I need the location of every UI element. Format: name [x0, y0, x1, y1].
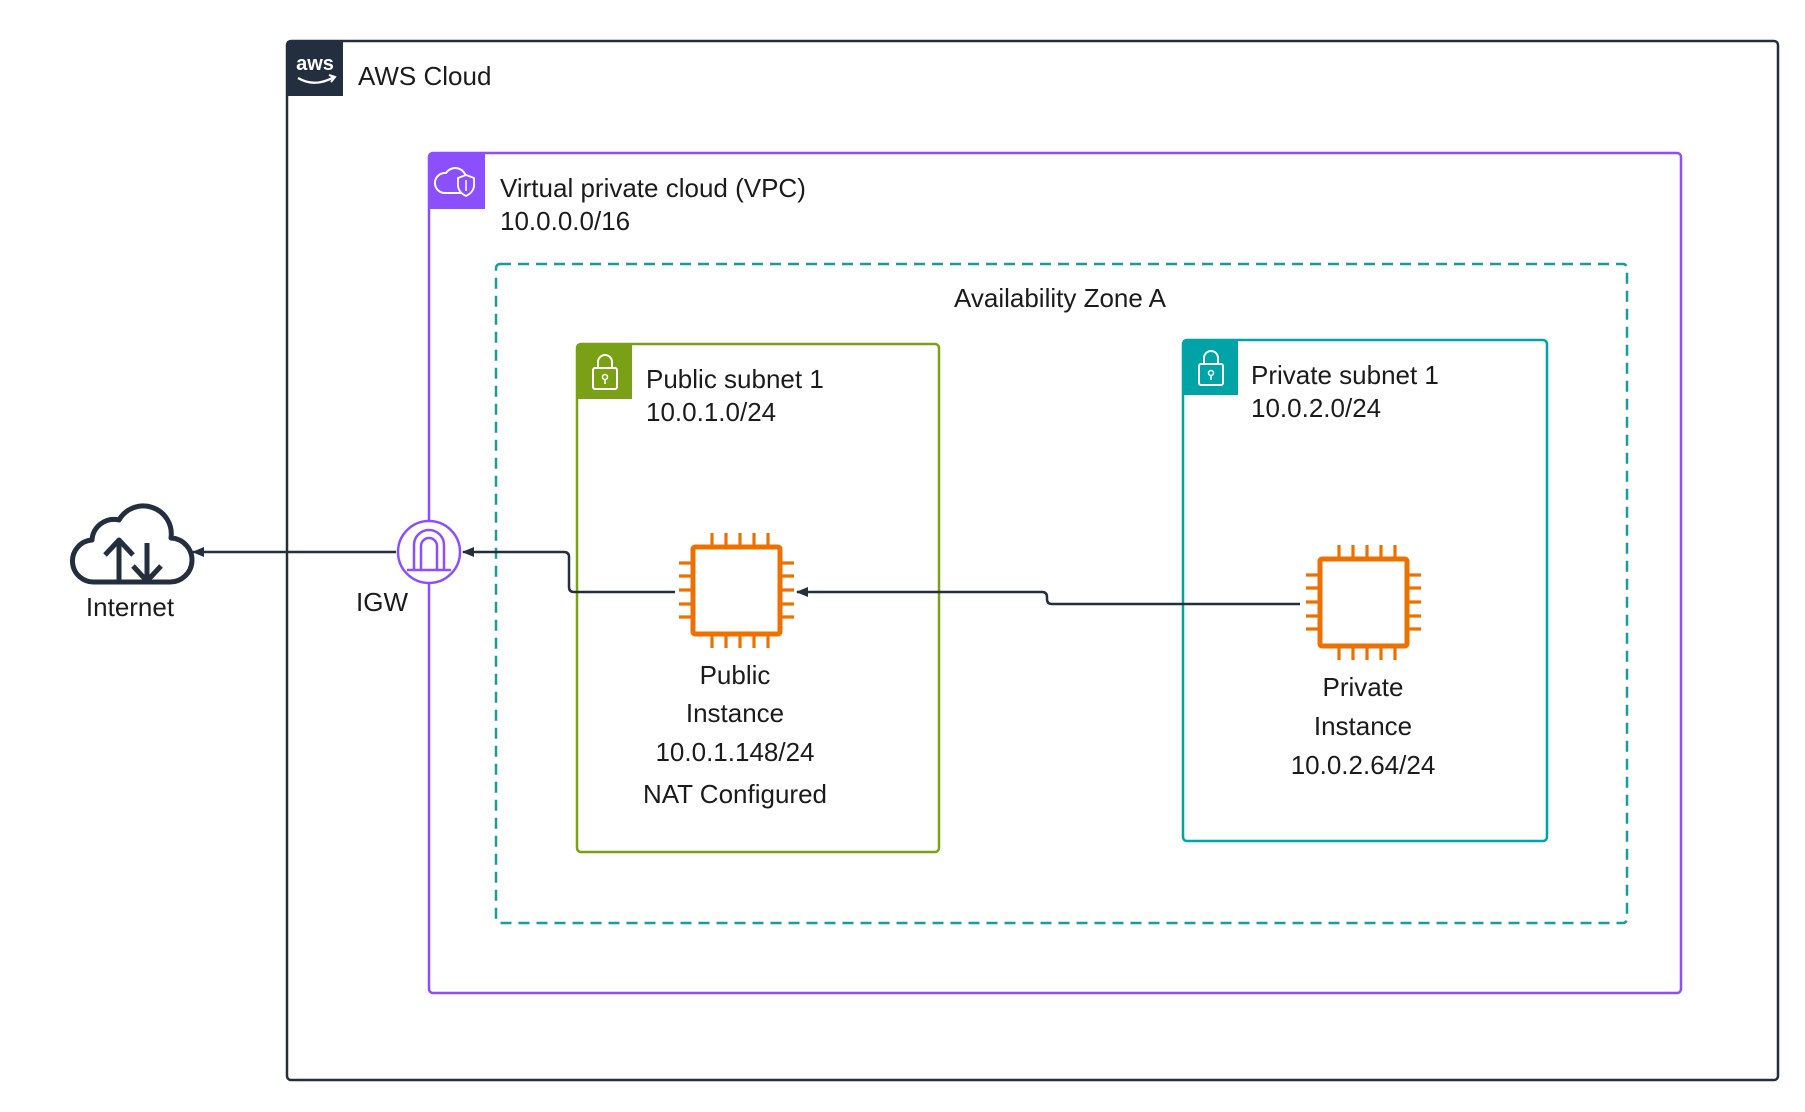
- private-subnet-lock-icon: [1183, 340, 1238, 395]
- public-subnet-group: [575, 342, 941, 854]
- vpc-cidr: 10.0.0.0/16: [500, 206, 631, 236]
- public-instance-note: NAT Configured: [642, 779, 828, 809]
- private-instance-ip: 10.0.2.64/24: [1290, 750, 1436, 780]
- connector-private-to-public: [796, 587, 1300, 606]
- public-instance-ip: 10.0.1.148/24: [655, 737, 815, 767]
- igw-label: IGW: [356, 587, 408, 617]
- connector-public-to-igw: [462, 547, 675, 594]
- aws-logo-text: aws: [296, 53, 334, 75]
- private-subnet-title: Private subnet 1: [1251, 360, 1439, 390]
- availability-zone-label: Availability Zone A: [954, 283, 1166, 313]
- availability-zone-group: [494, 262, 1629, 925]
- private-instance-ec2-chip-icon: [1306, 545, 1421, 660]
- public-instance-ec2-chip-icon: [679, 533, 794, 648]
- vpc-cloud-icon: [429, 153, 485, 209]
- private-subnet-group: [1181, 338, 1549, 843]
- vpc-group: [427, 151, 1683, 995]
- aws-logo-icon: aws: [287, 41, 343, 96]
- private-instance-label-line2: Instance: [1313, 711, 1413, 741]
- aws-cloud-group: [285, 39, 1780, 1082]
- private-instance-label-line1: Private: [1322, 672, 1404, 702]
- aws-cloud-label: AWS Cloud: [358, 61, 492, 91]
- public-instance-label-line2: Instance: [685, 698, 785, 728]
- internet-cloud-icon: [70, 503, 195, 585]
- public-subnet-cidr: 10.0.1.0/24: [646, 397, 777, 427]
- internet-label: Internet: [85, 592, 175, 622]
- public-subnet-title: Public subnet 1: [646, 364, 824, 394]
- internet-gateway-icon: [396, 519, 462, 585]
- vpc-title: Virtual private cloud (VPC): [500, 173, 806, 203]
- public-instance-label-line1: Public: [699, 660, 771, 690]
- private-subnet-cidr: 10.0.2.0/24: [1251, 393, 1382, 423]
- public-subnet-lock-icon: [577, 344, 632, 399]
